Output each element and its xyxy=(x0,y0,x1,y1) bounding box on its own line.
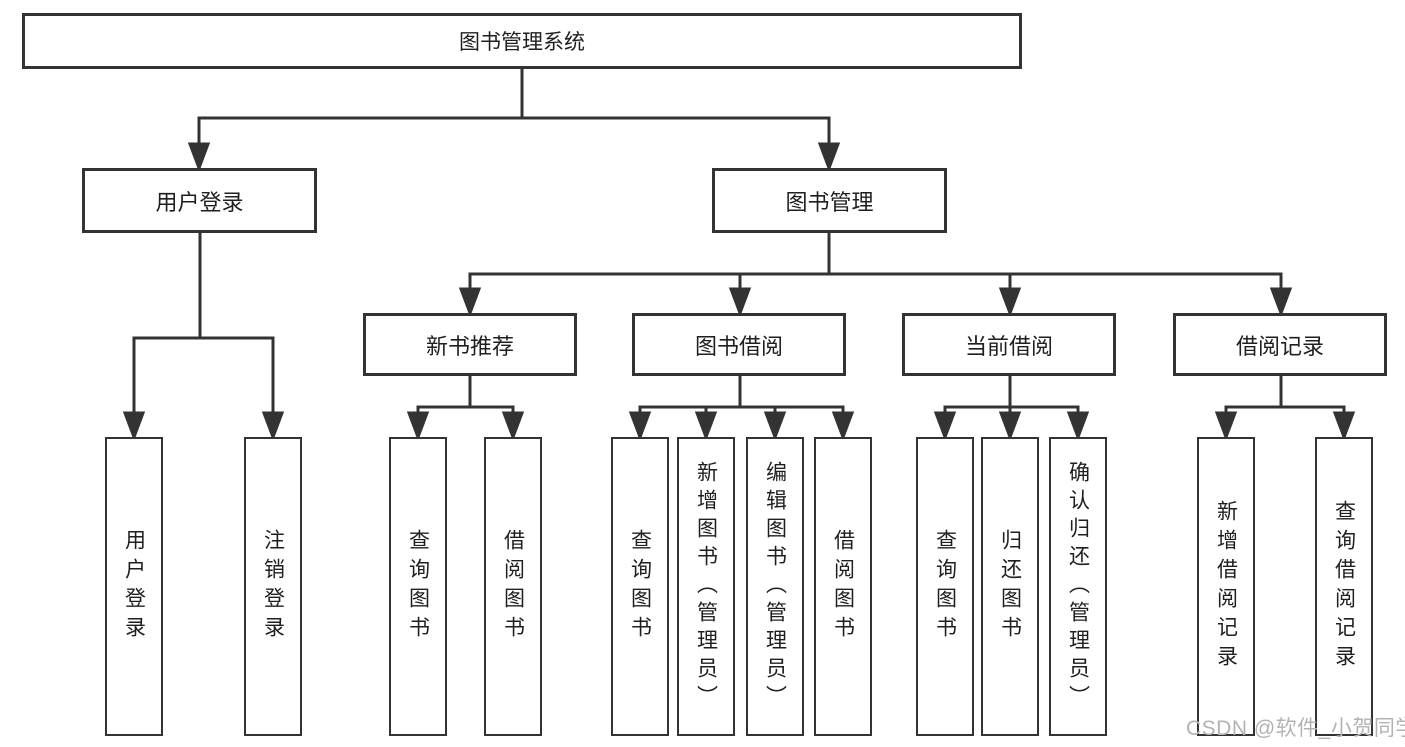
leaf-search-books-current: 查询图书 xyxy=(916,437,974,736)
leaf-add-borrow-record: 新增借阅记录 xyxy=(1197,437,1255,736)
node-library-system: 图书管理系统 xyxy=(22,13,1022,69)
leaf-user-login: 用户登录 xyxy=(105,437,163,736)
connector-new-book-recommend xyxy=(406,376,525,442)
leaf-borrow-books-recommend: 借阅图书 xyxy=(484,437,542,736)
node-book-borrow: 图书借阅 xyxy=(632,313,846,376)
leaf-return-books: 归还图书 xyxy=(981,437,1039,736)
leaf-search-borrow-record: 查询借阅记录 xyxy=(1315,437,1373,736)
leaf-search-books-recommend: 查询图书 xyxy=(389,437,447,736)
leaf-logout: 注销登录 xyxy=(244,437,302,736)
csdn-watermark: CSDN @软件_小贺同学 xyxy=(1186,717,1405,740)
node-book-management: 图书管理 xyxy=(712,168,947,233)
connector-root xyxy=(187,69,841,173)
connector-book-borrow xyxy=(628,376,855,442)
leaf-borrow-books-borrow: 借阅图书 xyxy=(814,437,872,736)
node-borrow-records: 借阅记录 xyxy=(1173,313,1387,376)
node-current-borrow: 当前借阅 xyxy=(902,313,1116,376)
connector-user-login xyxy=(122,233,285,442)
leaf-confirm-return-admin: 确认归还（管理员） xyxy=(1049,437,1107,736)
leaf-add-book-admin: 新增图书（管理员） xyxy=(677,437,735,736)
connector-book-management xyxy=(458,233,1293,318)
leaf-edit-book-admin: 编辑图书（管理员） xyxy=(746,437,804,736)
connector-current-borrow xyxy=(933,376,1090,442)
connector-borrow-records xyxy=(1214,376,1356,442)
node-user-login: 用户登录 xyxy=(82,168,317,233)
leaf-search-books-borrow: 查询图书 xyxy=(611,437,669,736)
node-new-book-recommend: 新书推荐 xyxy=(363,313,577,376)
